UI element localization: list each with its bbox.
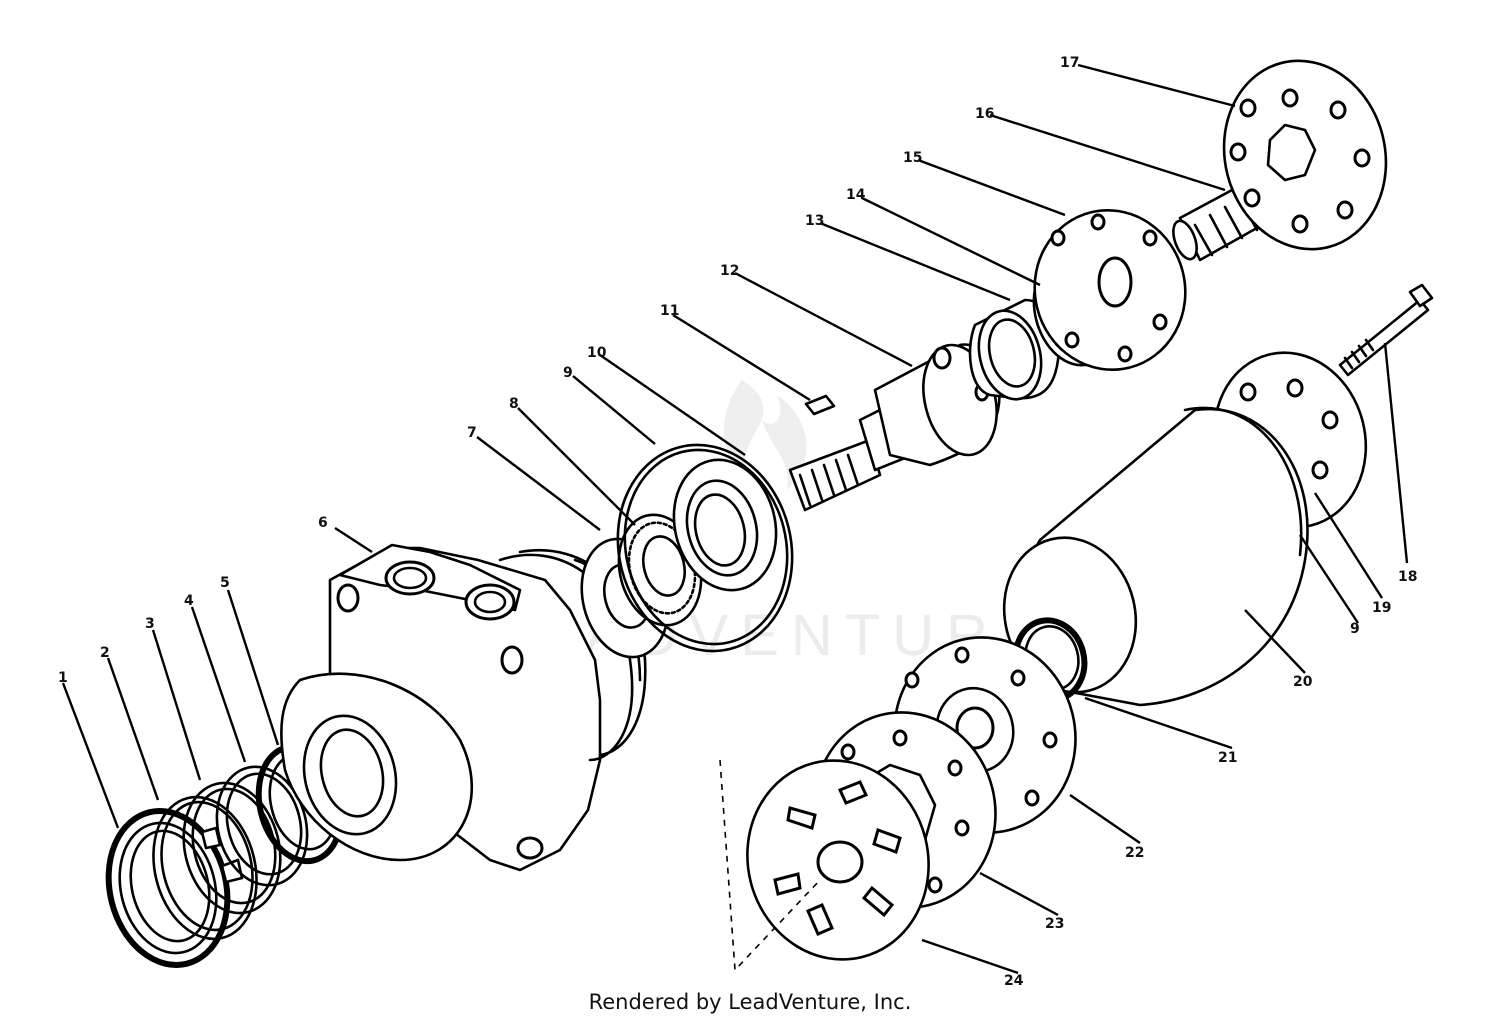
callout-24: 24: [1004, 973, 1024, 989]
part-17-end-cover[interactable]: [1204, 43, 1405, 266]
part-6-housing[interactable]: [280, 543, 647, 872]
part-11-key[interactable]: [804, 394, 836, 416]
callout-18: 18: [1398, 569, 1417, 585]
callout-17: 17: [1060, 55, 1079, 71]
part-20-cylinder-housing[interactable]: [988, 406, 1309, 707]
callout-10: 10: [587, 345, 607, 361]
callout-11: 11: [660, 303, 679, 319]
callout-2: 2: [100, 645, 110, 661]
callout-13: 13: [805, 213, 824, 229]
callout-19: 19: [1372, 600, 1391, 616]
callout-6: 6: [318, 515, 328, 531]
callout-15: 15: [903, 150, 922, 166]
callout-9b: 9: [1350, 621, 1360, 637]
part-3-retaining-ring[interactable]: [170, 773, 293, 924]
callout-5: 5: [220, 575, 230, 591]
part-10-bearing[interactable]: [661, 449, 790, 601]
callout-7: 7: [467, 425, 477, 441]
assembly-dash-line: [719, 759, 821, 972]
part-4-washer[interactable]: [205, 757, 319, 895]
credit-line: Rendered by LeadVenture, Inc.: [588, 990, 912, 1014]
callout-14: 14: [846, 187, 866, 203]
callout-4: 4: [184, 593, 194, 609]
callout-8: 8: [509, 396, 519, 412]
callout-16: 16: [975, 106, 994, 122]
leader-lines: [61, 63, 1409, 975]
callout-23: 23: [1045, 916, 1064, 932]
callout-9a: 9: [563, 365, 573, 381]
callout-1: 1: [58, 670, 68, 686]
callout-22: 22: [1125, 845, 1144, 861]
part-22-valve-plate[interactable]: [874, 618, 1096, 852]
callout-12: 12: [720, 263, 739, 279]
callout-20: 20: [1293, 674, 1313, 690]
callout-numbers: 1 2 3 4 5 6 7 8 9 10 11 12 13 14 15 16 1…: [58, 55, 1417, 989]
callout-3: 3: [145, 616, 155, 632]
part-9-o-ring-large[interactable]: [596, 426, 813, 669]
part-18-cap-screw[interactable]: [1338, 283, 1434, 377]
callout-21: 21: [1218, 750, 1237, 766]
part-15-bearing-plate[interactable]: [1018, 194, 1202, 386]
